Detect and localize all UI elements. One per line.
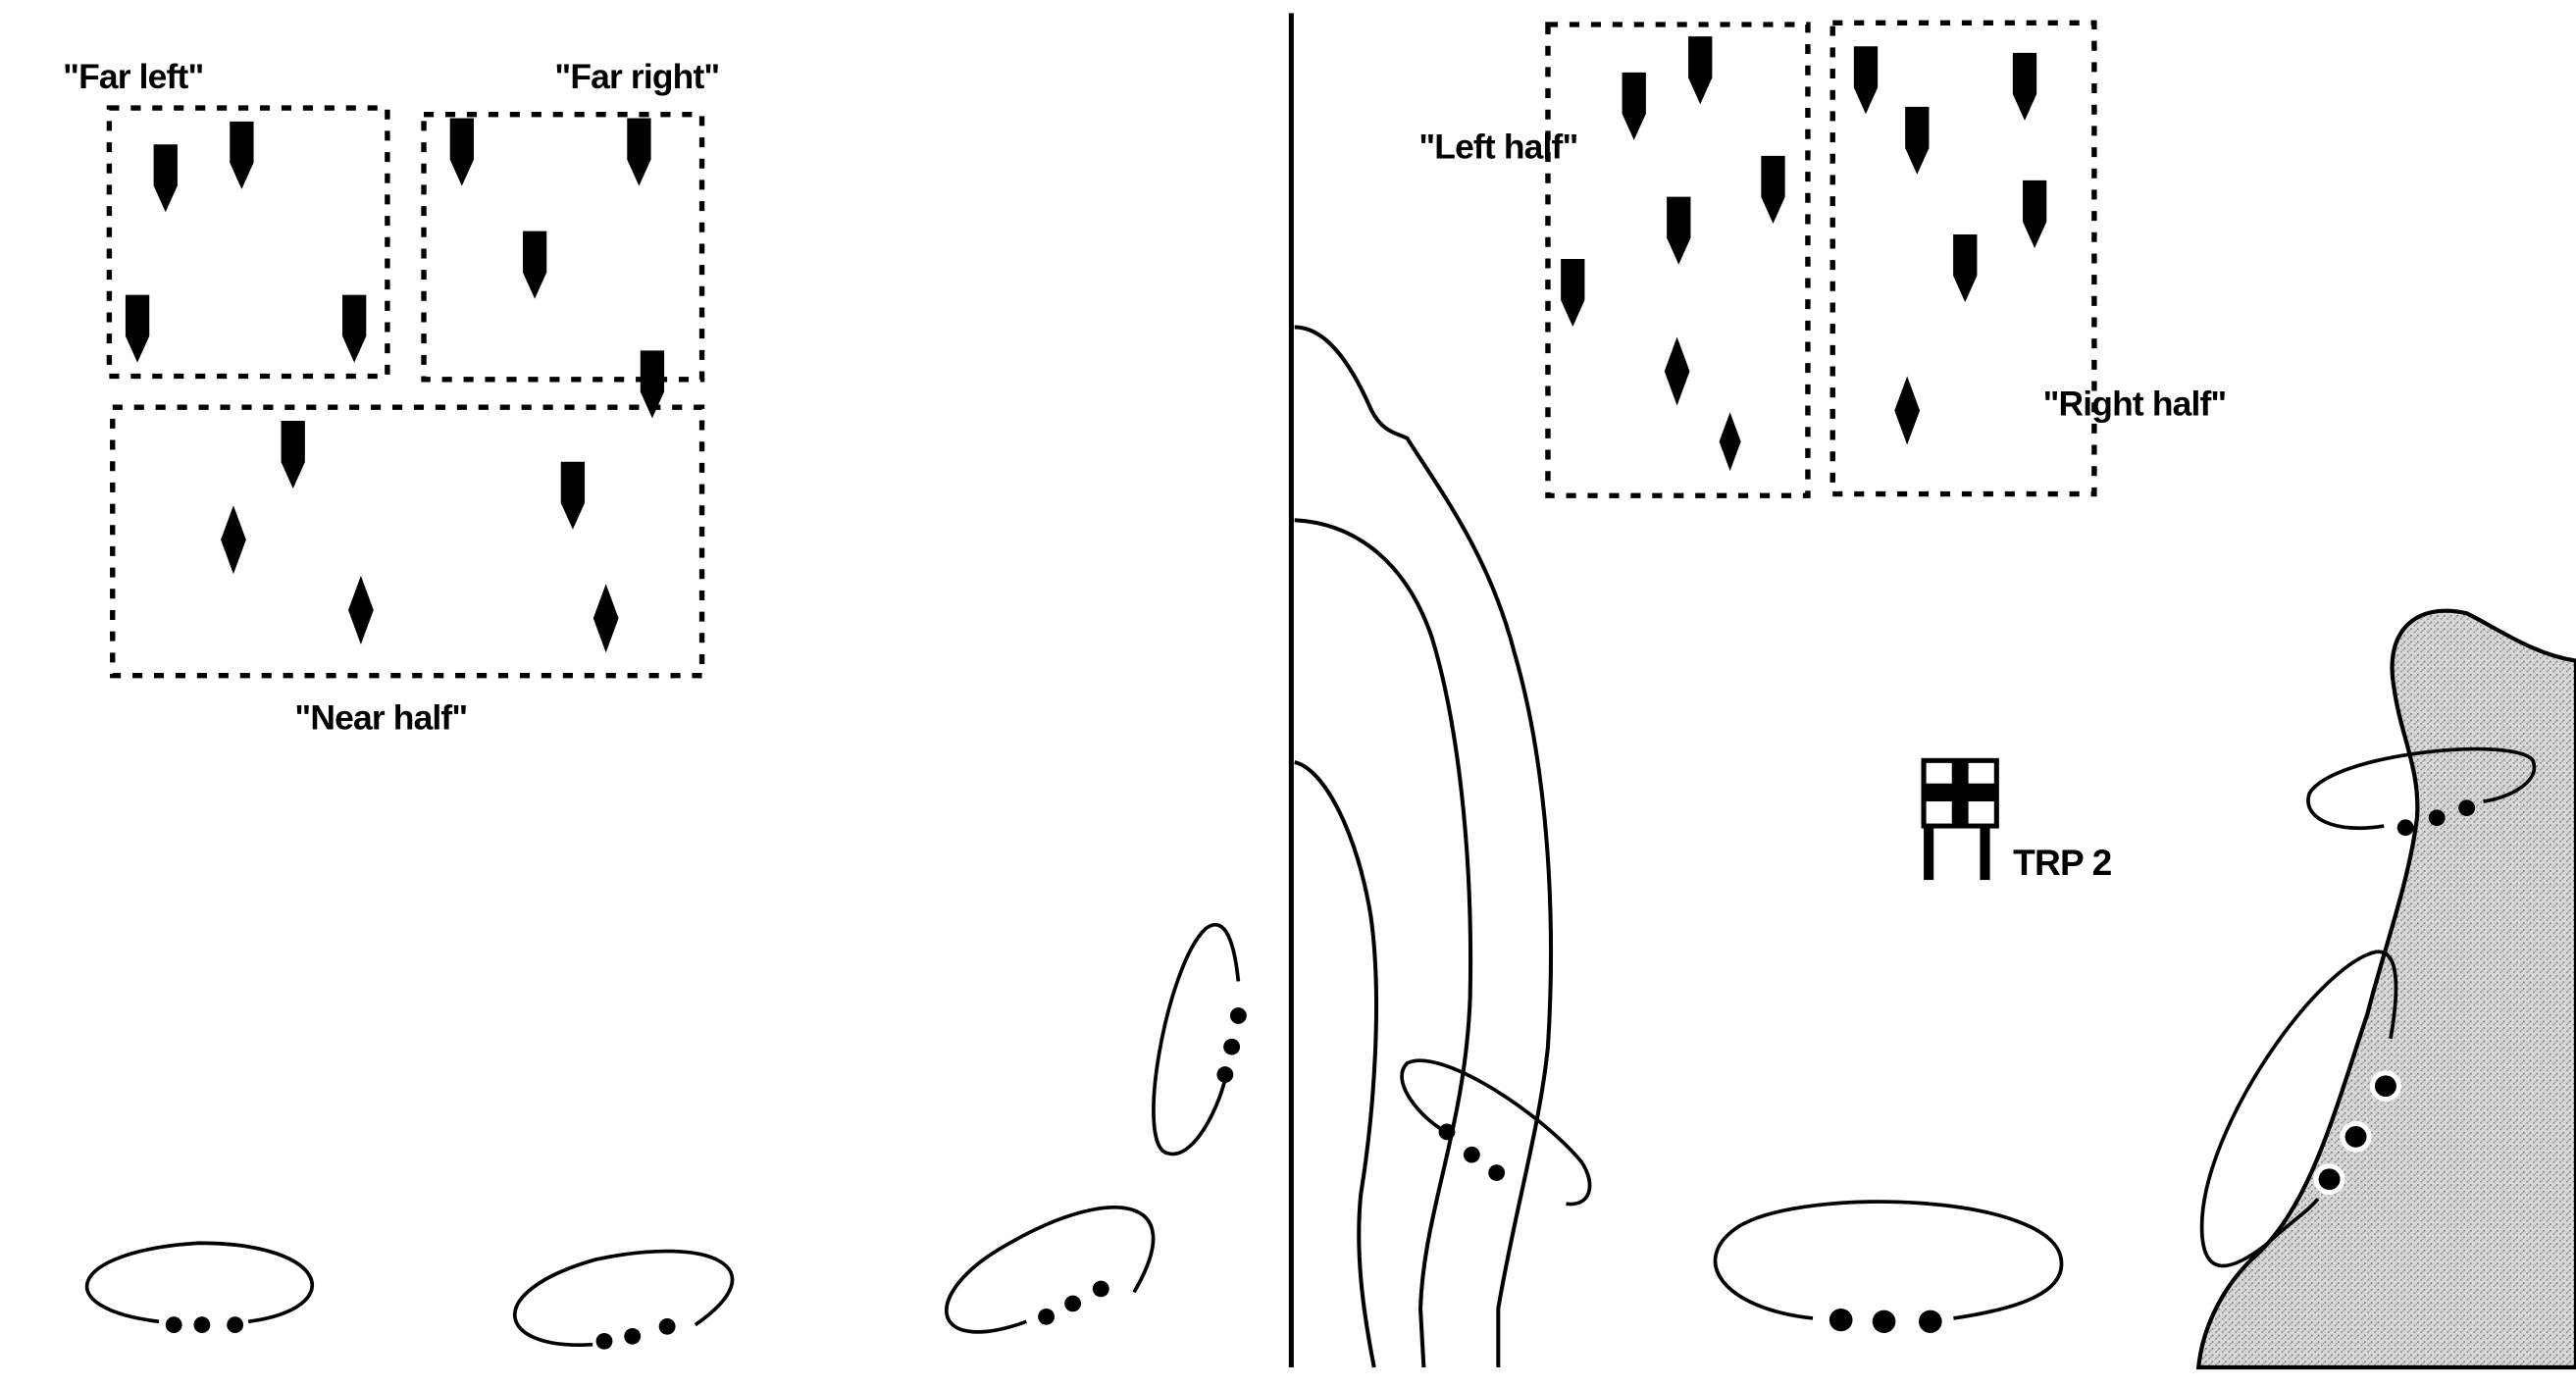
- shaded-terrain: [2195, 608, 2576, 1370]
- vehicle-target-icon: [281, 421, 305, 489]
- contour-lines: [1294, 325, 1554, 1368]
- vehicle-target-icon: [560, 461, 586, 530]
- label-far-left: "Far left": [63, 58, 203, 96]
- vehicle-target-icon: [1761, 155, 1785, 224]
- personnel-target-icon: [1664, 336, 1690, 406]
- vehicle-targets: [125, 118, 665, 530]
- personnel-target-icon: [1719, 412, 1741, 472]
- sector-far-right: [421, 112, 705, 383]
- vehicle-target-icon: [1905, 106, 1930, 175]
- vehicle-target-icon: [640, 350, 665, 419]
- fighting-position: [2306, 746, 2537, 837]
- right-panel: "Left half" "Right half" TRP: [1294, 20, 2576, 1370]
- label-far-right: "Far right": [554, 58, 719, 96]
- vehicle-target-icon: [2022, 180, 2047, 248]
- personnel-target-icon: [348, 575, 374, 644]
- personnel-targets: [221, 505, 619, 653]
- fighting-position: [1713, 1200, 2064, 1333]
- vehicle-target-icon: [342, 294, 367, 363]
- fighting-position: [84, 1241, 315, 1333]
- personnel-target-icon: [1894, 376, 1921, 445]
- vehicle-target-icon: [230, 121, 254, 189]
- fighting-position: [2199, 950, 2401, 1268]
- vehicle-target-icon: [522, 231, 547, 299]
- sector-near-half: [110, 404, 705, 679]
- fighting-position: [944, 1206, 1156, 1334]
- left-panel: "Far left" "Far right" "Near half": [63, 58, 1247, 1350]
- vehicle-target-icon: [1953, 233, 1978, 302]
- vehicle-target-icon: [1688, 36, 1713, 105]
- sector-left-half: [1545, 22, 1811, 498]
- vehicle-target-icon: [1561, 258, 1585, 327]
- vehicle-target-icon: [2012, 52, 2037, 121]
- personnel-targets-right: [1664, 336, 1921, 472]
- personnel-target-icon: [592, 584, 619, 653]
- vehicle-target-icon: [1667, 196, 1691, 265]
- vehicle-target-icon: [449, 118, 475, 186]
- personnel-target-icon: [221, 505, 246, 575]
- fighting-position: [512, 1249, 735, 1350]
- fighting-position: [1400, 1058, 1592, 1207]
- vehicle-target-icon: [627, 118, 651, 186]
- trp-marker: [1921, 757, 1999, 881]
- vehicle-targets-right: [1561, 36, 2047, 327]
- label-left-half: "Left half": [1418, 128, 1577, 167]
- sector-right-half: [1829, 20, 2097, 497]
- vehicle-target-icon: [1853, 46, 1879, 115]
- fighting-position: [1152, 922, 1247, 1156]
- sector-far-left: [106, 105, 390, 380]
- trp-label: TRP 2: [2013, 843, 2112, 883]
- vehicle-target-icon: [125, 294, 150, 363]
- label-right-half: "Right half": [2043, 385, 2227, 424]
- vehicle-target-icon: [1622, 72, 1646, 140]
- label-near-half: "Near half": [294, 699, 467, 738]
- vehicle-target-icon: [153, 144, 178, 213]
